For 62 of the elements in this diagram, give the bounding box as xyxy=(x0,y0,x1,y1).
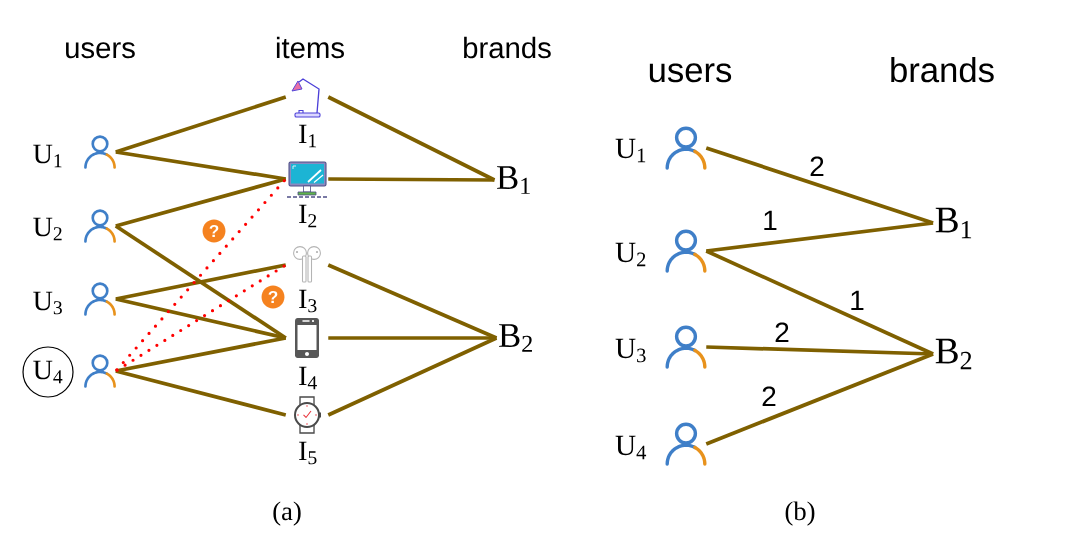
node-caption: I$_{5}$ xyxy=(299,441,317,465)
column-heading: users xyxy=(66,42,135,59)
connector-line xyxy=(114,224,287,340)
column-heading: brands xyxy=(464,36,551,59)
edge-label: 1 xyxy=(847,289,867,312)
monitor-icon xyxy=(286,161,329,198)
connector-line xyxy=(115,95,287,154)
connector-line xyxy=(115,297,287,340)
connector-line xyxy=(327,95,496,182)
desk-lamp-icon xyxy=(291,78,321,118)
node-caption: I$_{4}$ xyxy=(299,366,317,390)
node-label: B$_{1}$ xyxy=(935,207,972,239)
edge-label: 2 xyxy=(772,321,792,344)
person-icon xyxy=(84,135,116,169)
panel-caption: (a) xyxy=(273,501,301,526)
person-icon xyxy=(665,126,707,170)
node-label: B$_{1}$ xyxy=(497,166,530,194)
person-icon xyxy=(665,422,707,466)
question-badge: ? xyxy=(202,219,226,243)
person-icon xyxy=(665,229,707,273)
person-icon xyxy=(665,325,707,369)
connector-line xyxy=(115,263,287,301)
column-heading: brands xyxy=(891,56,994,83)
dotted-line xyxy=(115,178,287,372)
connector-line xyxy=(706,345,934,356)
dotted-line xyxy=(115,264,286,372)
edge-label: 2 xyxy=(759,385,779,408)
node-caption: I$_{2}$ xyxy=(299,204,317,228)
panel-caption: (b) xyxy=(785,501,815,526)
person-icon xyxy=(84,354,116,388)
connector-line xyxy=(328,336,497,340)
node-label: B$_{2}$ xyxy=(499,324,532,352)
connector-line xyxy=(705,249,934,356)
connector-line xyxy=(705,352,934,446)
connector-line xyxy=(115,177,287,228)
connector-line xyxy=(328,177,495,182)
circled-label: U$_{4}$ xyxy=(22,346,74,398)
node-label: B$_{2}$ xyxy=(935,338,972,370)
edge-label: 2 xyxy=(807,155,827,178)
node-caption: U$_{2}$ xyxy=(615,242,646,267)
connector-line xyxy=(115,150,287,181)
phone-icon xyxy=(295,318,319,358)
column-heading: users xyxy=(649,63,732,83)
node-caption: U$_{1}$ xyxy=(615,138,646,163)
connector-line xyxy=(705,146,934,225)
connector-line xyxy=(327,263,498,340)
connector-line xyxy=(115,369,287,417)
connector-line xyxy=(706,221,934,253)
node-caption: I$_{3}$ xyxy=(299,289,317,313)
node-caption: U$_{2}$ xyxy=(33,217,62,241)
person-icon xyxy=(84,282,116,316)
node-caption: U$_{1}$ xyxy=(33,144,62,168)
question-badge: ? xyxy=(261,285,285,309)
earbuds-icon xyxy=(293,246,321,283)
node-caption: I$_{1}$ xyxy=(299,124,317,148)
watch-icon xyxy=(294,396,321,434)
node-caption: U$_{3}$ xyxy=(615,338,646,363)
edge-label: 1 xyxy=(760,209,780,232)
connector-line xyxy=(327,336,498,417)
node-caption: U$_{4}$ xyxy=(615,435,647,460)
person-icon xyxy=(84,209,116,243)
node-caption: U$_{3}$ xyxy=(33,291,62,315)
